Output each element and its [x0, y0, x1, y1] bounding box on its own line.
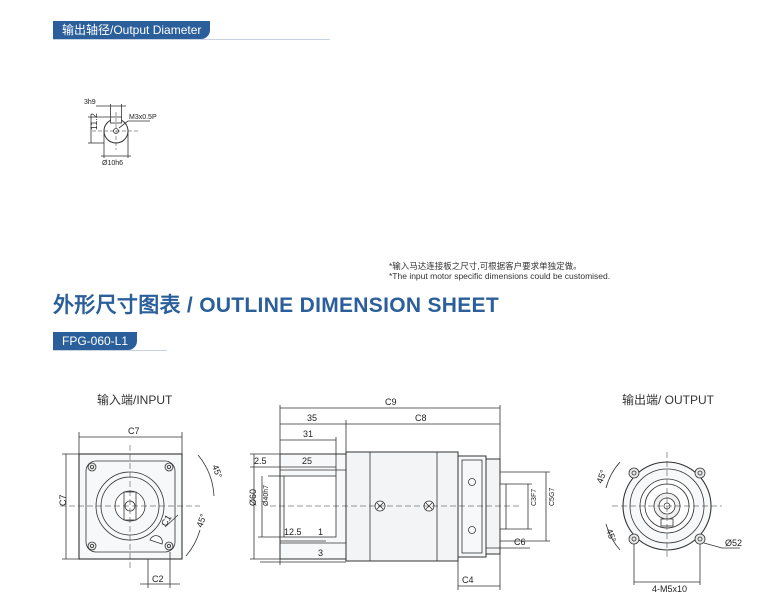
output-view-label: 输出端/ OUTPUT: [622, 393, 714, 407]
shaft-section-drawing: [88, 104, 150, 158]
side-d40-label: Ø40h7: [263, 485, 270, 506]
output-diameter-tab: 输出轴径/Output Diameter: [53, 21, 332, 40]
input-angle-bottom-label: 45°: [194, 512, 208, 529]
output-holes-label: 4-M5x10: [652, 584, 687, 594]
input-c1-label: C1: [159, 513, 173, 528]
shaft-diameter-label: Ø10h6: [102, 160, 123, 167]
page-title: 外形尺寸图表 / OUTLINE DIMENSION SHEET: [53, 294, 499, 317]
side-d60-label: Ø60: [248, 489, 258, 506]
thread-label: M3x0.5P: [129, 114, 157, 121]
side-35-label: 35: [307, 413, 317, 423]
side-c8-label: C8: [415, 413, 427, 423]
shaft-height-label: 11.2: [89, 113, 99, 130]
side-view-drawing: [250, 405, 550, 590]
side-31-label: 31: [303, 429, 313, 439]
output-angle-top-label: 45°: [594, 468, 608, 485]
input-view-label: 输入端/INPUT: [97, 393, 173, 407]
side-c9-label: C9: [385, 397, 397, 407]
note-english: *The input motor specific dimensions cou…: [389, 271, 611, 281]
side-c4-label: C4: [462, 575, 474, 585]
input-c7-top-label: C7: [128, 426, 140, 436]
side-12-5-label: 12.5: [284, 527, 302, 537]
side-3-label: 3: [318, 548, 323, 558]
side-2-5-label: 2.5: [254, 456, 267, 466]
note-chinese: *输入马达连接板之尺寸,可根据客户要求单独定做。: [389, 261, 582, 271]
side-25-label: 25: [302, 456, 312, 466]
side-c6-label: C6: [514, 537, 526, 547]
side-1-label: 1: [318, 527, 323, 537]
input-angle-top-label: 45°: [210, 463, 224, 480]
side-c5-label: C5G7: [549, 488, 556, 506]
model-tab: FPG-060-L1: [53, 332, 168, 351]
side-c3-label: C3F7: [531, 489, 538, 506]
output-d52-label: Ø52: [725, 538, 742, 548]
key-width-label: 3h9: [84, 99, 96, 106]
input-view-drawing: [60, 432, 215, 588]
input-c2-label: C2: [152, 574, 164, 584]
output-view-drawing: [605, 452, 740, 585]
input-c7-left-label: C7: [58, 494, 68, 506]
output-angle-bottom-label: 45°: [604, 527, 618, 544]
